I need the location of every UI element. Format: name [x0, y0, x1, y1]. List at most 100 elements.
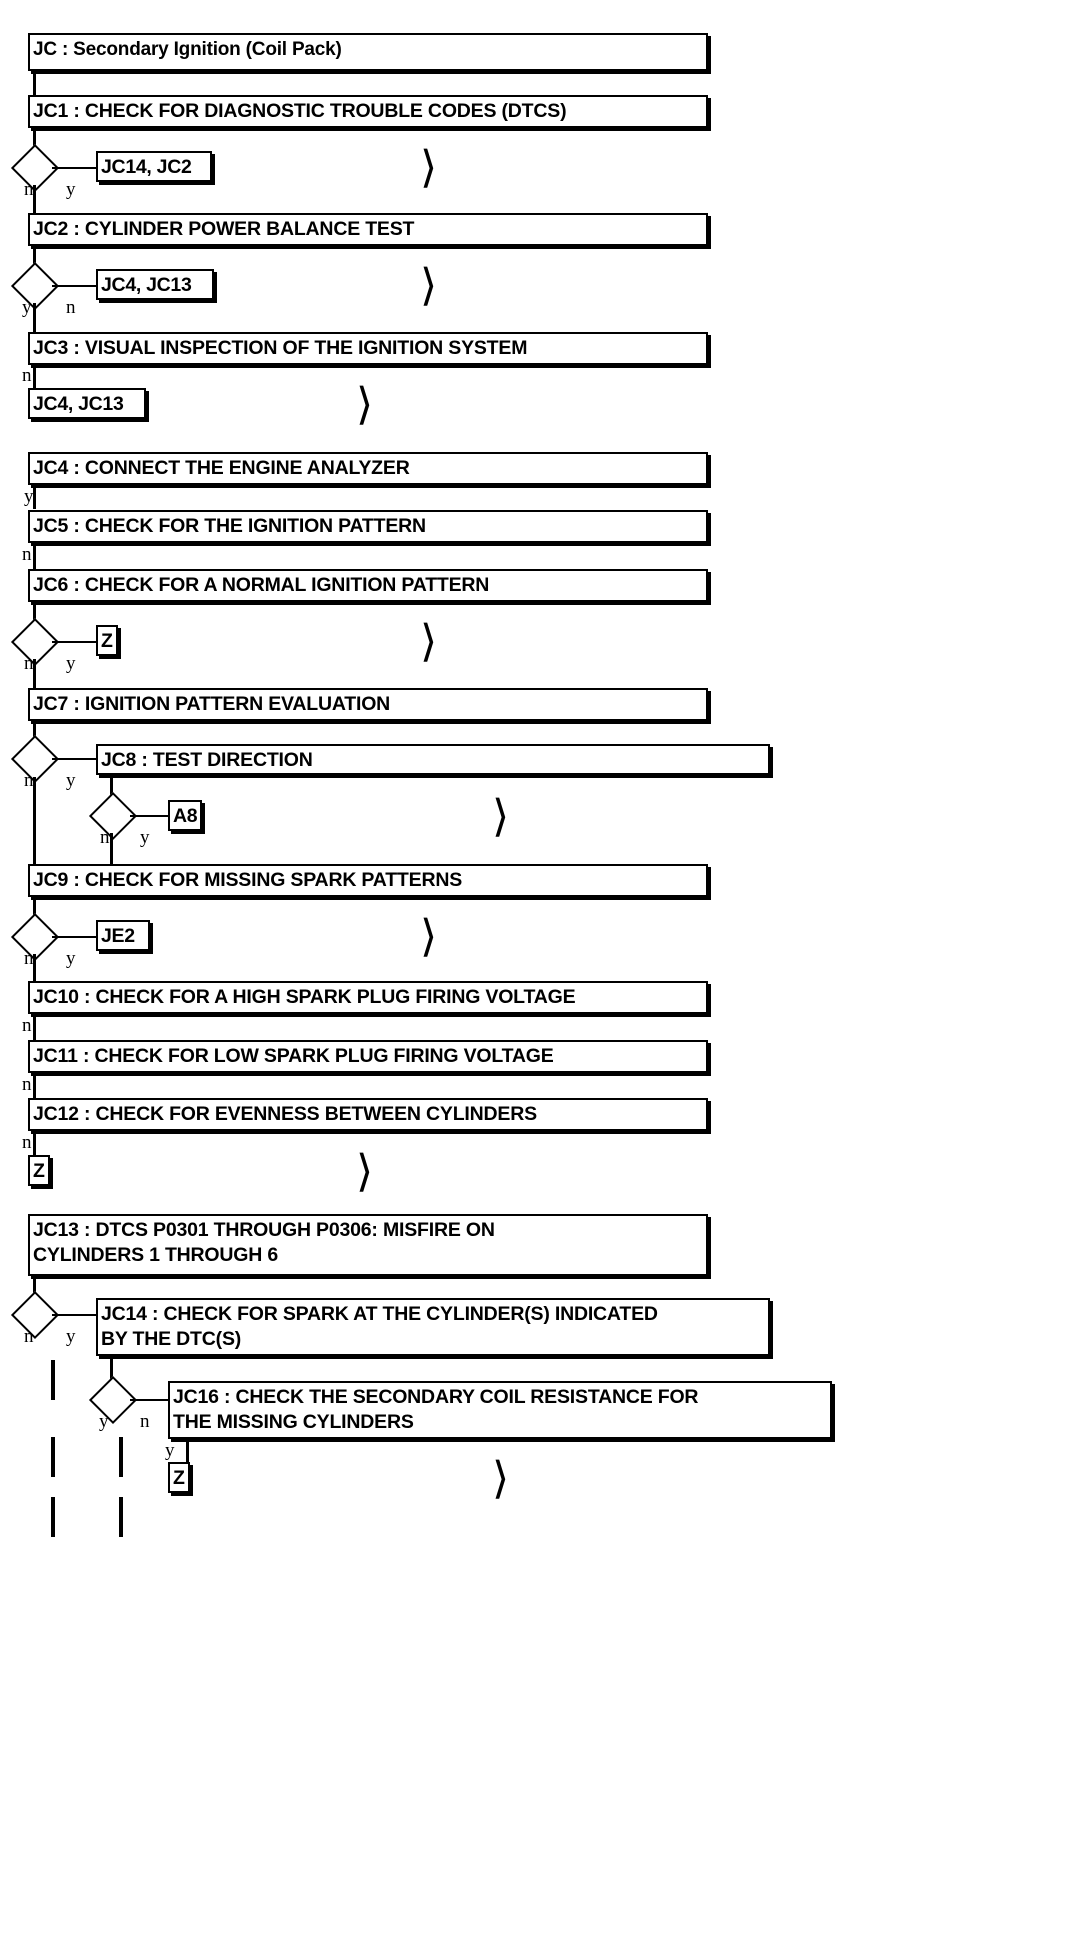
step-box-jc8[interactable]: JC8 : TEST DIRECTION	[96, 744, 770, 775]
connector-box-z-3[interactable]: Z	[168, 1462, 190, 1493]
branch-label-yes: y	[165, 1440, 175, 1461]
offpage-chevron-icon: ⟩	[492, 792, 510, 841]
connector-line	[33, 246, 36, 276]
branch-label-yes: y	[99, 1411, 109, 1432]
branch-label-no: n	[66, 297, 76, 318]
connector-line	[52, 758, 98, 760]
branch-label-no: n	[22, 365, 32, 386]
connector-line	[186, 1439, 189, 1465]
branch-label-no: n	[24, 948, 34, 969]
step-label: JC16 : CHECK THE SECONDARY COIL RESISTAN…	[173, 1386, 699, 1433]
step-label: JC9 : CHECK FOR MISSING SPARK PATTERNS	[33, 869, 463, 891]
offpage-chevron-icon: ⟩	[356, 380, 374, 429]
step-box-jc13[interactable]: JC13 : DTCS P0301 THROUGH P0306: MISFIRE…	[28, 1214, 708, 1276]
branch-label-no: n	[22, 1132, 32, 1153]
connector-line	[52, 936, 98, 938]
connector-label: JC4, JC13	[101, 273, 192, 296]
connector-line	[52, 285, 98, 287]
connector-dash	[51, 1360, 55, 1400]
branch-label-yes: y	[66, 179, 76, 200]
branch-label-no: n	[24, 653, 34, 674]
branch-label-no: n	[22, 1074, 32, 1095]
connector-line	[33, 954, 36, 982]
branch-label-yes: y	[66, 653, 76, 674]
step-label: JC8 : TEST DIRECTION	[101, 749, 313, 771]
step-box-jc6[interactable]: JC6 : CHECK FOR A NORMAL IGNITION PATTER…	[28, 569, 708, 602]
connector-box-a8[interactable]: A8	[168, 800, 202, 831]
connector-box-jc14-jc2[interactable]: JC14, JC2	[96, 151, 212, 182]
connector-line	[33, 485, 36, 509]
connector-label: A8	[173, 804, 198, 827]
connector-line	[52, 1314, 98, 1316]
branch-label-yes: y	[140, 827, 150, 848]
step-box-jc7[interactable]: JC7 : IGNITION PATTERN EVALUATION	[28, 688, 708, 721]
connector-box-je2[interactable]: JE2	[96, 920, 150, 951]
step-label: JC13 : DTCS P0301 THROUGH P0306: MISFIRE…	[33, 1219, 495, 1266]
offpage-chevron-icon: ⟩	[492, 1454, 510, 1503]
connector-box-z-2[interactable]: Z	[28, 1155, 50, 1186]
branch-label-no: n	[22, 544, 32, 565]
step-box-jc9[interactable]: JC9 : CHECK FOR MISSING SPARK PATTERNS	[28, 864, 708, 897]
step-label: JC11 : CHECK FOR LOW SPARK PLUG FIRING V…	[33, 1045, 554, 1067]
branch-label-no: n	[24, 1326, 34, 1347]
step-label: JC1 : CHECK FOR DIAGNOSTIC TROUBLE CODES…	[33, 100, 567, 122]
connector-line	[52, 641, 98, 643]
connector-line	[33, 71, 36, 97]
branch-label-yes: y	[66, 770, 76, 791]
step-box-jc2[interactable]: JC2 : CYLINDER POWER BALANCE TEST	[28, 213, 708, 246]
branch-label-yes: y	[24, 486, 34, 507]
connector-label: JC4, JC13	[33, 392, 124, 415]
connector-line	[110, 833, 113, 865]
connector-box-z-1[interactable]: Z	[96, 625, 118, 656]
connector-line	[110, 775, 113, 805]
step-label: JC12 : CHECK FOR EVENNESS BETWEEN CYLIND…	[33, 1103, 537, 1125]
step-label: JC2 : CYLINDER POWER BALANCE TEST	[33, 218, 415, 240]
connector-label: Z	[101, 629, 113, 652]
step-box-jc3[interactable]: JC3 : VISUAL INSPECTION OF THE IGNITION …	[28, 332, 708, 365]
connector-line	[130, 815, 170, 817]
connector-line	[33, 602, 36, 632]
connector-label: Z	[173, 1466, 185, 1489]
connector-dash	[51, 1437, 55, 1477]
connector-label: JE2	[101, 924, 135, 947]
connector-box-jc4-jc13-a[interactable]: JC4, JC13	[96, 269, 214, 300]
connector-line	[33, 128, 36, 158]
offpage-chevron-icon: ⟩	[420, 143, 438, 192]
step-label: JC7 : IGNITION PATTERN EVALUATION	[33, 693, 391, 715]
step-box-title[interactable]: JC : Secondary Ignition (Coil Pack)	[28, 33, 708, 71]
step-label: JC5 : CHECK FOR THE IGNITION PATTERN	[33, 515, 426, 537]
branch-label-no: n	[24, 770, 34, 791]
branch-label-yes: y	[66, 1326, 76, 1347]
step-box-jc11[interactable]: JC11 : CHECK FOR LOW SPARK PLUG FIRING V…	[28, 1040, 708, 1073]
connector-box-jc4-jc13-b[interactable]: JC4, JC13	[28, 388, 146, 419]
step-box-jc10[interactable]: JC10 : CHECK FOR A HIGH SPARK PLUG FIRIN…	[28, 981, 708, 1014]
step-label: JC3 : VISUAL INSPECTION OF THE IGNITION …	[33, 337, 528, 359]
branch-label-yes: y	[22, 297, 32, 318]
step-box-jc14[interactable]: JC14 : CHECK FOR SPARK AT THE CYLINDER(S…	[96, 1298, 770, 1356]
step-box-jc4[interactable]: JC4 : CONNECT THE ENGINE ANALYZER	[28, 452, 708, 485]
step-label: JC : Secondary Ignition (Coil Pack)	[33, 39, 342, 60]
connector-line	[33, 1131, 36, 1157]
connector-line	[33, 185, 36, 215]
branch-label-no: n	[22, 1015, 32, 1036]
connector-line	[33, 365, 36, 391]
step-box-jc12[interactable]: JC12 : CHECK FOR EVENNESS BETWEEN CYLIND…	[28, 1098, 708, 1131]
step-label: JC14 : CHECK FOR SPARK AT THE CYLINDER(S…	[101, 1303, 658, 1350]
branch-label-no: n	[100, 827, 110, 848]
connector-line	[33, 1073, 36, 1099]
connector-label: JC14, JC2	[101, 155, 192, 178]
branch-label-no: n	[24, 179, 34, 200]
step-box-jc16[interactable]: JC16 : CHECK THE SECONDARY COIL RESISTAN…	[168, 1381, 832, 1439]
connector-line	[33, 659, 36, 689]
step-label: JC10 : CHECK FOR A HIGH SPARK PLUG FIRIN…	[33, 986, 576, 1008]
offpage-chevron-icon: ⟩	[420, 261, 438, 310]
step-box-jc5[interactable]: JC5 : CHECK FOR THE IGNITION PATTERN	[28, 510, 708, 543]
connector-dash	[119, 1437, 123, 1477]
connector-line	[130, 1399, 172, 1401]
connector-line	[33, 897, 36, 927]
branch-label-yes: y	[66, 948, 76, 969]
connector-dash	[119, 1497, 123, 1537]
step-label: JC6 : CHECK FOR A NORMAL IGNITION PATTER…	[33, 574, 490, 596]
step-box-jc1[interactable]: JC1 : CHECK FOR DIAGNOSTIC TROUBLE CODES…	[28, 95, 708, 128]
